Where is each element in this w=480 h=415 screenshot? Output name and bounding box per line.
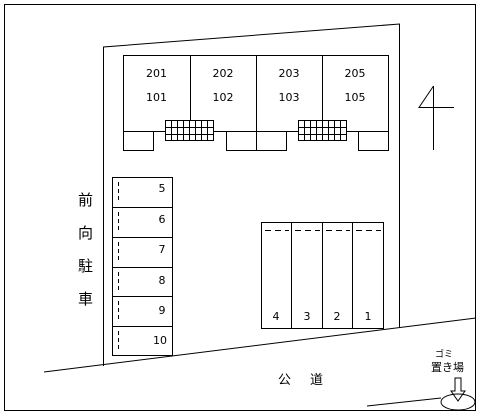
entrance-box xyxy=(123,131,154,151)
road-label: 公道 xyxy=(278,373,343,388)
north-arrow-icon xyxy=(418,85,454,150)
parking-slot-number: 6 xyxy=(159,213,166,226)
parking-slot-number: 1 xyxy=(365,310,372,323)
down-arrow-icon xyxy=(450,377,466,402)
parking-slot-number: 4 xyxy=(273,310,280,323)
unit-label-lower: 105 xyxy=(345,91,366,104)
apartment-building: 201 101 202 102 203 103 205 105 xyxy=(123,55,389,151)
unit-label-upper: 205 xyxy=(345,67,366,80)
parking-slot-number: 8 xyxy=(159,274,166,287)
garbage-spot xyxy=(440,377,476,411)
unit-label-lower: 102 xyxy=(213,91,234,104)
garbage-label-bottom: 置き場 xyxy=(431,361,464,374)
unit-label-lower: 103 xyxy=(279,91,300,104)
road-edge-upper xyxy=(43,317,477,373)
frame-border xyxy=(4,4,476,411)
entrance-box xyxy=(226,131,257,151)
parking-slot-number: 9 xyxy=(159,304,166,317)
entrance-box xyxy=(358,131,389,151)
unit-label-upper: 202 xyxy=(213,67,234,80)
lot-boundary xyxy=(103,23,400,366)
entrance-box xyxy=(256,131,287,151)
road-edge-lower xyxy=(366,397,442,407)
parking-slot-number: 2 xyxy=(334,310,341,323)
parking-slot-number: 7 xyxy=(159,243,166,256)
garbage-spot-marker xyxy=(440,393,476,411)
lattice-grid xyxy=(298,120,347,141)
unit-label-lower: 101 xyxy=(146,91,167,104)
parking-block-outline xyxy=(112,177,173,356)
right-parking-area: 4 3 2 1 xyxy=(261,222,384,329)
garbage-label-top: ゴミ xyxy=(435,350,454,360)
parking-slot-number: 10 xyxy=(153,334,167,347)
unit-label-upper: 201 xyxy=(146,67,167,80)
parking-slot-number: 3 xyxy=(304,310,311,323)
parking-slot-number: 5 xyxy=(159,182,166,195)
lattice-grid xyxy=(165,120,214,141)
unit-label-upper: 203 xyxy=(279,67,300,80)
forward-parking-area: 5 6 7 8 9 10 xyxy=(112,177,173,356)
forward-parking-label: 前向駐車 xyxy=(76,192,94,324)
